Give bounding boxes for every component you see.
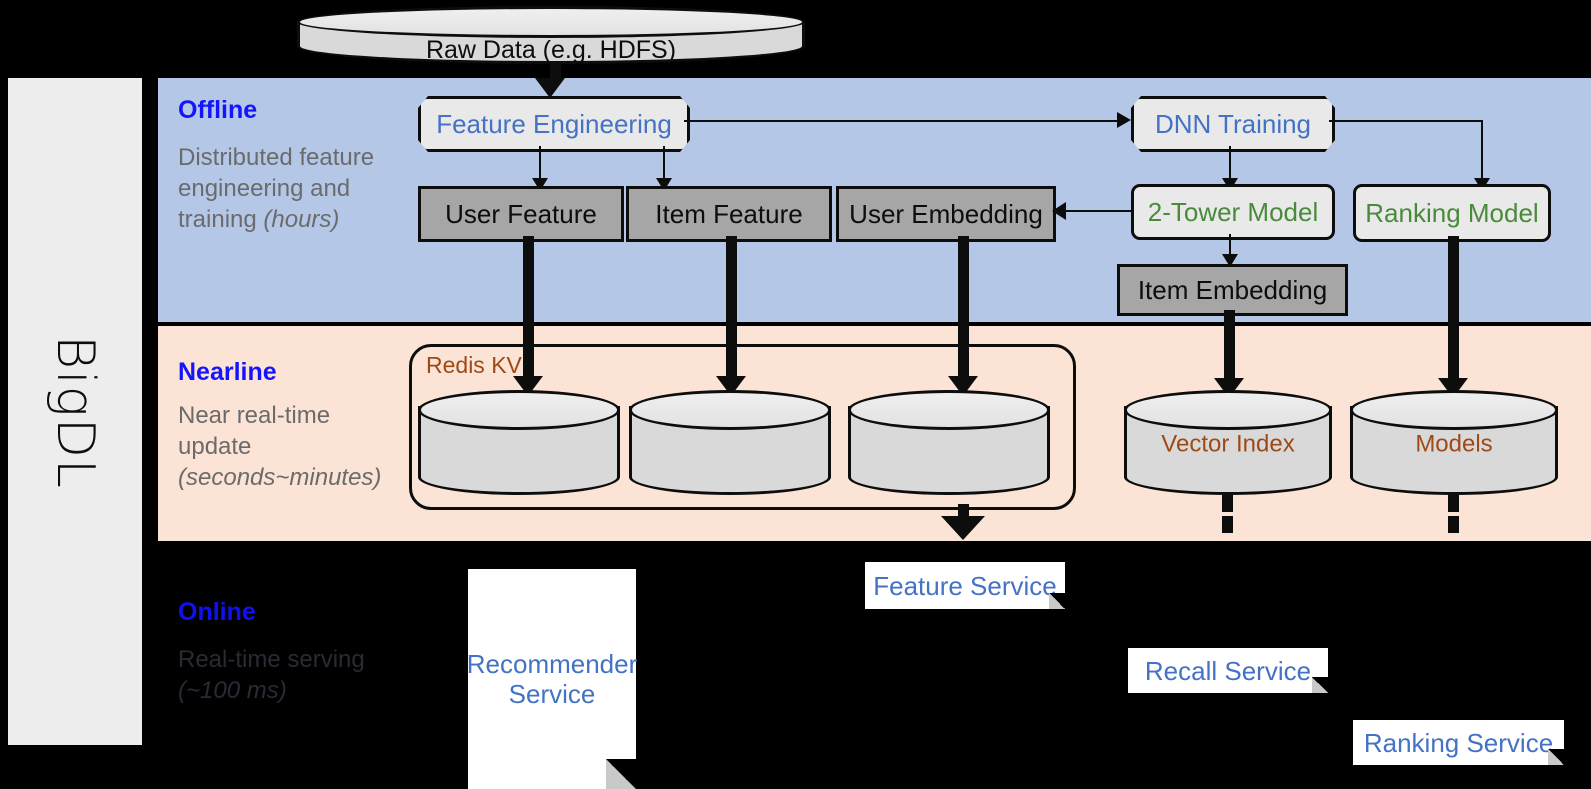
vector-index-out-stub-1 bbox=[1222, 493, 1233, 512]
ranking-service-label: Ranking Service bbox=[1363, 727, 1554, 758]
nearline-desc-italic: (seconds~minutes) bbox=[178, 464, 382, 491]
models-top bbox=[1350, 390, 1558, 430]
fe-to-item-feature-line bbox=[663, 146, 665, 182]
models-cylinder[interactable]: Models bbox=[1350, 390, 1558, 495]
online-desc-italic: (~100 ms) bbox=[178, 677, 287, 704]
feature-service-node[interactable]: Feature Service bbox=[865, 562, 1065, 609]
redis-to-feature-service-arrow bbox=[941, 516, 985, 540]
item-feature-node[interactable]: Item Feature bbox=[626, 186, 832, 242]
dnn-training-label: DNN Training bbox=[1154, 108, 1312, 139]
user-embedding-pipe bbox=[958, 236, 969, 384]
offline-desc-text: Distributed feature engineering and trai… bbox=[178, 144, 375, 233]
item-embedding-pipe bbox=[1224, 310, 1235, 386]
bigdl-rail-label: BigDL bbox=[8, 78, 142, 745]
two-tower-to-item-embedding-line bbox=[1229, 234, 1231, 260]
redis-to-feature-service-stem bbox=[958, 504, 969, 519]
raw-data-cylinder: Raw Data (e.g. HDFS) bbox=[297, 6, 805, 64]
kv-store-3[interactable] bbox=[848, 390, 1050, 495]
page-fold-icon bbox=[1049, 593, 1065, 609]
offline-desc: Distributed feature engineering and trai… bbox=[178, 142, 408, 235]
dnn-to-ranking-h bbox=[1329, 120, 1483, 122]
kv-store-2-top bbox=[629, 390, 831, 430]
dnn-to-ranking-v bbox=[1481, 120, 1483, 182]
models-label: Models bbox=[1415, 429, 1493, 457]
feature-service-label: Feature Service bbox=[873, 570, 1057, 601]
recall-service-node[interactable]: Recall Service bbox=[1128, 648, 1328, 693]
recommender-service-line1: Recommender bbox=[466, 649, 638, 679]
vector-index-label: Vector Index bbox=[1161, 429, 1295, 457]
nearline-desc: Near real-time update (seconds~minutes) bbox=[178, 400, 408, 493]
two-tower-to-user-embedding-arrow bbox=[1052, 202, 1066, 220]
fe-to-dnn-arrow bbox=[1117, 112, 1131, 128]
feature-engineering-label: Feature Engineering bbox=[436, 108, 672, 139]
models-out-stub-1 bbox=[1448, 493, 1459, 512]
two-tower-model-label: 2-Tower Model bbox=[1147, 196, 1319, 227]
raw-data-to-fe-stem bbox=[550, 64, 561, 82]
vector-index-out-stub-2 bbox=[1222, 516, 1233, 533]
user-embedding-node[interactable]: User Embedding bbox=[836, 186, 1056, 242]
page-fold-icon bbox=[1312, 677, 1328, 693]
two-tower-to-item-embedding-arrow bbox=[1222, 254, 1238, 267]
recommender-service-label: Recommender Service bbox=[467, 649, 638, 709]
ranking-model-node[interactable]: Ranking Model bbox=[1353, 184, 1551, 242]
recommender-service-node[interactable]: Recommender Service bbox=[467, 569, 638, 789]
online-title: Online bbox=[178, 598, 256, 626]
kv-store-3-top bbox=[848, 390, 1050, 430]
page-fold-icon bbox=[1548, 749, 1564, 765]
user-feature-label: User Feature bbox=[445, 198, 597, 229]
ranking-model-pipe bbox=[1448, 236, 1459, 386]
fe-to-dnn-line bbox=[684, 120, 1117, 122]
user-feature-node[interactable]: User Feature bbox=[418, 186, 624, 242]
user-embedding-label: User Embedding bbox=[849, 198, 1043, 229]
online-desc: Real-time serving (~100 ms) bbox=[178, 644, 408, 706]
kv-store-1-top bbox=[418, 390, 620, 430]
raw-data-cylinder-top bbox=[297, 6, 805, 38]
offline-title: Offline bbox=[178, 96, 258, 124]
online-desc-text: Real-time serving bbox=[178, 646, 365, 673]
nearline-title: Nearline bbox=[178, 358, 277, 386]
models-out-stub-2 bbox=[1448, 516, 1459, 533]
bigdl-rail: BigDL bbox=[8, 78, 142, 745]
raw-data-label: Raw Data (e.g. HDFS) bbox=[425, 36, 677, 64]
fe-to-user-feature-line bbox=[539, 146, 541, 182]
feature-engineering-node[interactable]: Feature Engineering bbox=[418, 96, 690, 152]
user-feature-pipe bbox=[523, 236, 534, 384]
ranking-service-node[interactable]: Ranking Service bbox=[1353, 720, 1564, 765]
vector-index-top bbox=[1124, 390, 1332, 430]
ranking-model-label: Ranking Model bbox=[1365, 197, 1539, 228]
kv-store-2[interactable] bbox=[629, 390, 831, 495]
raw-data-to-fe-arrow bbox=[535, 78, 565, 98]
recall-service-label: Recall Service bbox=[1144, 655, 1312, 686]
item-feature-pipe bbox=[726, 236, 737, 384]
kv-store-1[interactable] bbox=[418, 390, 620, 495]
platform-name: BigDL bbox=[45, 334, 105, 489]
item-feature-label: Item Feature bbox=[655, 198, 803, 229]
redis-kv-group-label: Redis KV bbox=[426, 352, 522, 378]
offline-desc-italic: (hours) bbox=[263, 206, 340, 233]
dnn-to-two-tower-line bbox=[1229, 146, 1231, 182]
two-tower-to-user-embedding-line bbox=[1066, 210, 1131, 212]
vector-index-cylinder[interactable]: Vector Index bbox=[1124, 390, 1332, 495]
recommender-service-line2: Service bbox=[508, 679, 596, 709]
dnn-training-node[interactable]: DNN Training bbox=[1131, 96, 1335, 152]
nearline-desc-text: Near real-time update bbox=[178, 402, 331, 460]
redis-kv-group bbox=[409, 344, 1076, 510]
two-tower-model-node[interactable]: 2-Tower Model bbox=[1131, 184, 1335, 240]
item-embedding-node[interactable]: Item Embedding bbox=[1117, 264, 1348, 316]
page-fold-icon bbox=[606, 759, 636, 789]
item-embedding-label: Item Embedding bbox=[1137, 274, 1328, 305]
